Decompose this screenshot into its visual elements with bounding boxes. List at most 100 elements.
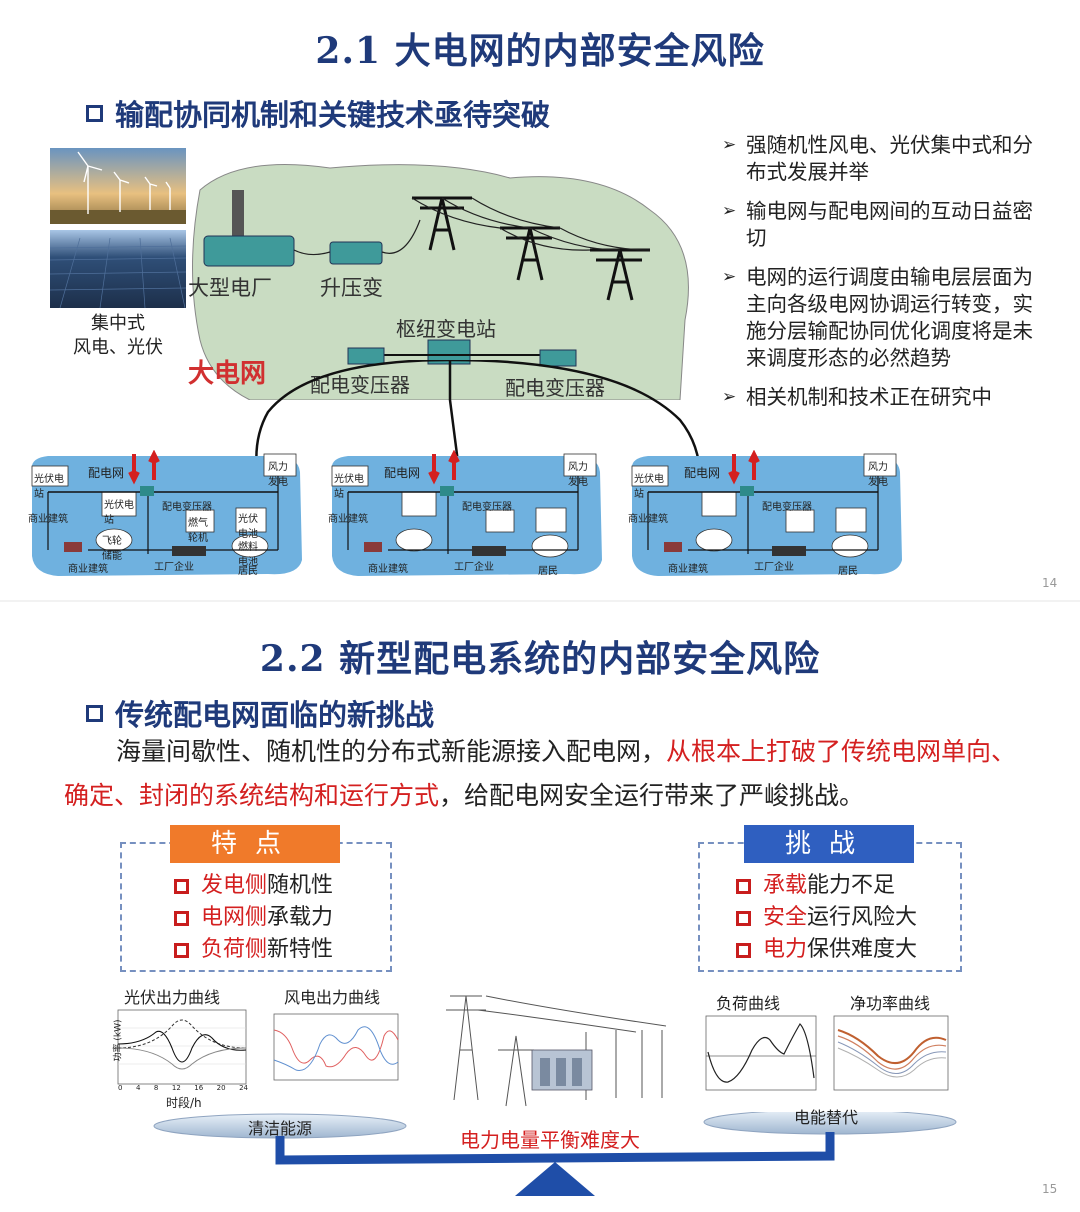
- pv-xtick: 24: [239, 1084, 248, 1092]
- challenge-red: 安全: [763, 905, 808, 930]
- mg2-factory-label: 工厂企业: [454, 562, 494, 573]
- bullet-item: ➢ 电网的运行调度由输电层层面为主向各级电网协调运行转变，实施分层输配协同优化调度…: [722, 264, 1052, 372]
- mg3-grid-label: 配电网: [684, 466, 721, 480]
- bullet-text: 强随机性风电、光伏集中式和分布式发展并举: [746, 133, 1033, 184]
- challenges-list: 承载能力不足 安全运行风险大 电力保供难度大: [736, 870, 917, 966]
- feature-item: 发电侧随机性: [174, 870, 333, 902]
- label-dist-transformer-right: 配电变压器: [505, 376, 605, 400]
- mg3-commercial-label: 商业建筑: [628, 514, 668, 525]
- bullet-text: 相关机制和技术正在研究中: [746, 385, 992, 409]
- challenge-red: 承载: [763, 873, 808, 898]
- checkbox-bullet-icon: [736, 878, 751, 894]
- pv-xtick: 0: [118, 1084, 123, 1092]
- mg2-grid-label: 配电网: [384, 466, 421, 480]
- challenge-item: 安全运行风险大: [736, 902, 917, 934]
- mg1-flywheel-label: 飞轮储能: [102, 536, 122, 562]
- checkbox-bullet-icon: [736, 942, 751, 958]
- label-step-up: 升压变: [320, 276, 383, 300]
- mg1-pv-station-label: 光伏电站: [34, 474, 64, 500]
- challenge-black: 保供难度大: [807, 937, 918, 962]
- challenges-header: 挑战: [744, 825, 914, 863]
- square-bullet-icon: [86, 104, 103, 122]
- mg2-pv-station-label: 光伏电站: [334, 474, 364, 500]
- slide1-subheading-text: 输配协同机制和关键技术亟待突破: [115, 98, 551, 132]
- mg3-residents-label: 居民: [838, 566, 858, 577]
- label-hub-station: 枢纽变电站: [396, 317, 496, 341]
- slide-divider: [0, 600, 1080, 602]
- mg2-transformer-label: 配电变压器: [462, 502, 512, 513]
- arrow-bullet-icon: ➢: [722, 267, 737, 287]
- mg1-gas-turbine-label: 燃气轮机: [188, 518, 208, 544]
- page-number-14: 14: [1042, 576, 1058, 590]
- mg2-wind-label: 风力发电: [568, 462, 588, 488]
- label-big-grid: 大电网: [188, 359, 266, 389]
- slide2-subheading-text: 传统配电网面临的新挑战: [115, 698, 435, 732]
- balance-right-label: 电能替代: [794, 1108, 859, 1127]
- balance-center-label: 电力电量平衡难度大: [460, 1128, 640, 1152]
- label-big-plant: 大型电厂: [188, 276, 272, 300]
- bullet-item: ➢强随机性风电、光伏集中式和分布式发展并举: [722, 132, 1052, 186]
- bullet-item: ➢ 输电网与配电网间的互动日益密切: [722, 198, 1052, 252]
- wind-curve-chart: [273, 1013, 399, 1081]
- slide2-subheading: 传统配电网面临的新挑战: [86, 692, 434, 734]
- pv-xtick: 16: [194, 1084, 204, 1092]
- challenge-red: 电力: [763, 937, 808, 962]
- feature-item: 负荷侧新特性: [174, 934, 333, 966]
- load-curve-chart: [705, 1015, 817, 1091]
- mg3-factory-label: 工厂企业: [754, 562, 794, 573]
- balance-scale: [153, 1112, 957, 1196]
- challenge-black: 运行风险大: [807, 905, 918, 930]
- pv-xtick: 8: [153, 1084, 159, 1092]
- feature-red: 电网侧: [201, 905, 268, 930]
- mg1-residents-label: 居民: [238, 566, 258, 577]
- arrow-bullet-icon: ➢: [722, 387, 737, 407]
- para-text-2: ，给配电网安全运行带来了严峻挑战。: [439, 781, 865, 810]
- feature-black: 承载力: [267, 905, 334, 930]
- mg3-commercial-label-2: 商业建筑: [668, 564, 708, 575]
- pv-xtick: 12: [171, 1084, 181, 1092]
- mg1-grid-label: 配电网: [88, 466, 125, 480]
- pv-axis-y: 功率 (kW): [113, 1019, 124, 1062]
- feature-item: 电网侧承载力: [174, 902, 333, 934]
- slide2-title: 2.2 新型配电系统的内部安全风险: [259, 638, 821, 680]
- bullet-text: 输电网与配电网间的互动日益密切: [746, 199, 1033, 250]
- slide1-title: 2.1 大电网的内部安全风险: [315, 30, 765, 72]
- photo-caption: 集中式 风电、光伏: [50, 312, 186, 360]
- pv-xtick: 20: [216, 1084, 226, 1092]
- mg1-fuel-cell-label: 燃料电池: [238, 542, 258, 568]
- slide2-paragraph: 海量间歇性、随机性的分布式新能源接入配电网，从根本上打破了传统电网单向、确定、封…: [64, 730, 1024, 818]
- mg1-wind-label: 风力发电: [268, 462, 288, 488]
- mg1-factory-label: 工厂企业: [154, 562, 194, 573]
- features-list: 发电侧随机性 电网侧承载力 负荷侧新特性: [174, 870, 333, 966]
- slide1-subheading: 输配协同机制和关键技术亟待突破: [86, 92, 550, 134]
- mg2-commercial-label: 商业建筑: [328, 514, 368, 525]
- mg3-wind-label: 风力发电: [868, 462, 888, 488]
- challenge-black: 能力不足: [807, 873, 896, 898]
- pv-axis-x: 时段/h: [166, 1096, 202, 1110]
- feature-red: 发电侧: [201, 873, 268, 898]
- bullet-text: 电网的运行调度由输电层层面为主向各级电网协调运行转变，实施分层输配协同优化调度将…: [746, 265, 1033, 370]
- wind-solar-photo: [50, 148, 186, 308]
- mg2-residents-label: 居民: [538, 566, 558, 577]
- mg1-pv-cell-label: 光伏电池: [238, 514, 258, 540]
- transmission-illustration: [446, 995, 667, 1107]
- net-power-curve-title: 净功率曲线: [850, 994, 931, 1013]
- photo-caption-line2: 风电、光伏: [73, 337, 163, 358]
- mg1-commercial-label: 商业建筑: [28, 514, 68, 525]
- photo-caption-line1: 集中式: [91, 313, 145, 334]
- challenge-item: 电力保供难度大: [736, 934, 917, 966]
- label-dist-transformer-left: 配电变压器: [310, 373, 410, 397]
- features-header: 特点: [170, 825, 340, 863]
- load-curve-title: 负荷曲线: [716, 994, 781, 1013]
- arrow-bullet-icon: ➢: [722, 201, 737, 221]
- checkbox-bullet-icon: [736, 910, 751, 926]
- mg1-transformer-label: 配电变压器: [162, 502, 212, 513]
- page-number-15: 15: [1042, 1182, 1058, 1196]
- mg3-pv-station-label: 光伏电站: [634, 474, 664, 500]
- big-grid-map: 大型电厂 升压变 枢纽变电站 大电网 配电变压器 配电变压器: [188, 164, 689, 400]
- mg3-transformer-label: 配电变压器: [762, 502, 812, 513]
- feature-black: 新特性: [267, 937, 334, 962]
- pv-curve-chart: [117, 1009, 247, 1085]
- checkbox-bullet-icon: [174, 878, 189, 894]
- bullet-item: ➢ 相关机制和技术正在研究中: [722, 384, 1052, 411]
